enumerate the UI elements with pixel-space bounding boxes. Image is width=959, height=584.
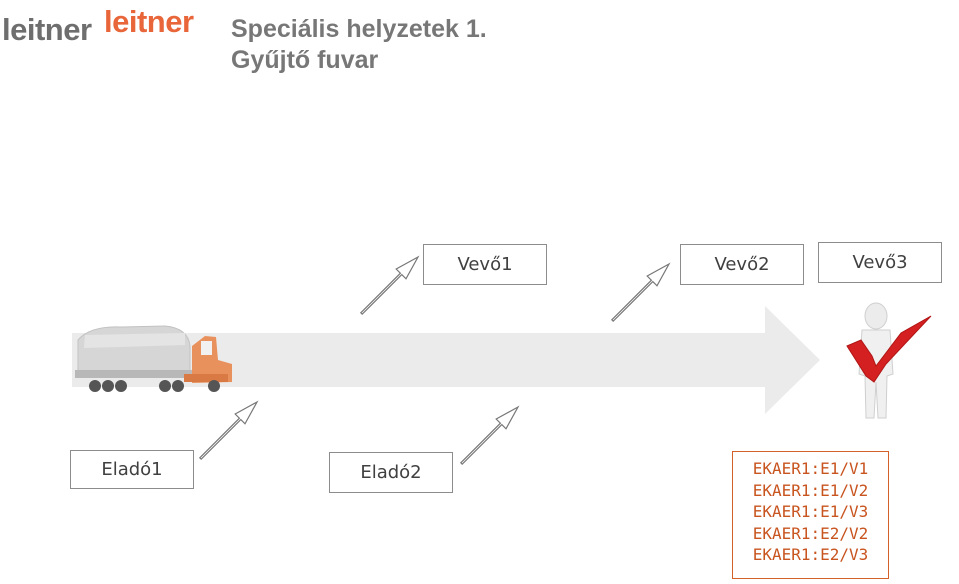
ekaer-code: EKAER1:E1/V3 bbox=[733, 501, 888, 523]
buyer-box-2: Vevő2 bbox=[680, 244, 804, 285]
ekaer-code: EKAER1:E1/V2 bbox=[733, 480, 888, 502]
buyer2-upward-arrow bbox=[612, 264, 669, 321]
ekaer-code: EKAER1:E2/V2 bbox=[733, 523, 888, 545]
seller1-upward-arrow bbox=[200, 402, 257, 459]
seller-2-label: Eladó2 bbox=[360, 462, 421, 483]
buyer-1-label: Vevő1 bbox=[457, 254, 512, 275]
seller-1-label: Eladó1 bbox=[101, 459, 162, 480]
buyer-box-1: Vevő1 bbox=[423, 244, 547, 285]
buyer-box-3: Vevő3 bbox=[818, 242, 942, 283]
seller-box-1: Eladó1 bbox=[70, 450, 194, 489]
seller-box-2: Eladó2 bbox=[329, 452, 453, 493]
person-check-icon bbox=[847, 303, 931, 418]
seller2-upward-arrow bbox=[461, 407, 518, 464]
buyer-3-label: Vevő3 bbox=[852, 252, 907, 273]
buyer-2-label: Vevő2 bbox=[714, 254, 769, 275]
ekaer-code: EKAER1:E1/V1 bbox=[733, 458, 888, 480]
ekaer-code-list: EKAER1:E1/V1 EKAER1:E1/V2 EKAER1:E1/V3 E… bbox=[732, 451, 889, 579]
ekaer-code: EKAER1:E2/V3 bbox=[733, 544, 888, 566]
buyer1-upward-arrow bbox=[361, 257, 418, 314]
